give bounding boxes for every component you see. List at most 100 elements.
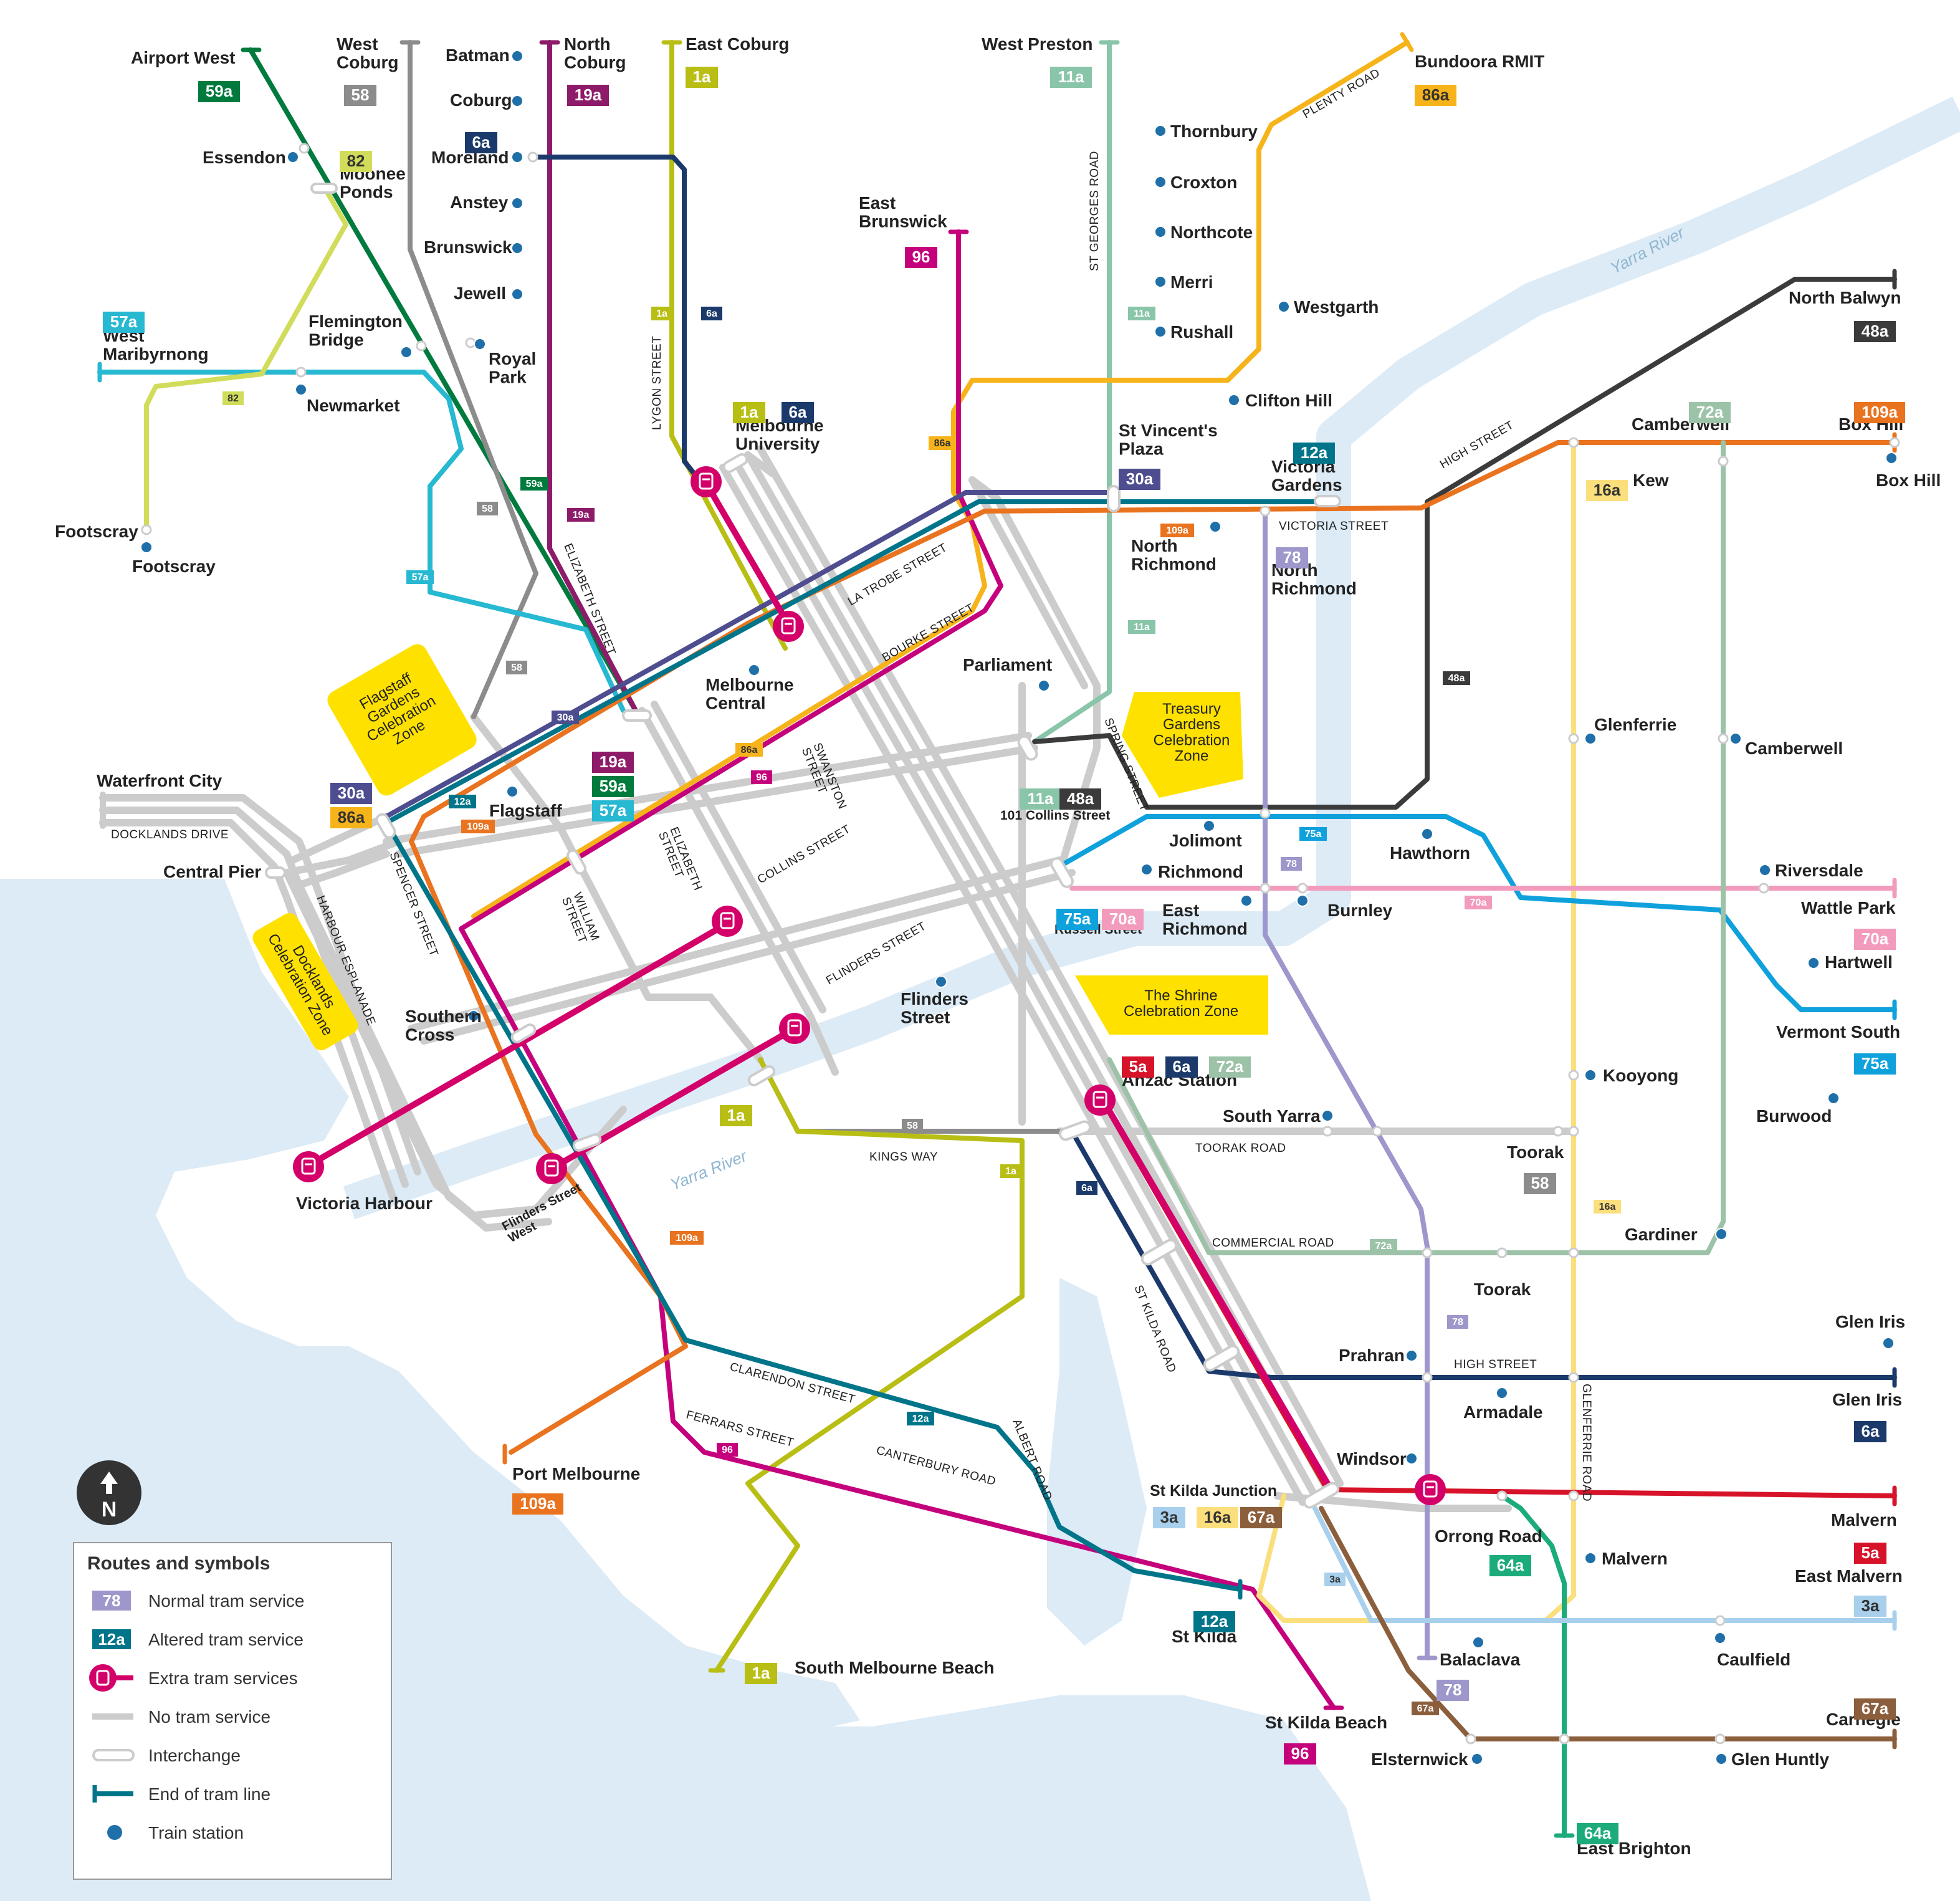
route-badge-86a: 86a xyxy=(929,436,956,450)
train-station-jewell xyxy=(511,288,523,300)
train-station-south-yarra xyxy=(1321,1109,1334,1122)
flinders-grey-2 xyxy=(420,869,1076,1045)
street-glenferrie: GLENFERRIE ROAD xyxy=(1580,1384,1593,1501)
route-badge-label: 1a xyxy=(1005,1166,1016,1177)
tram-lines xyxy=(97,40,1897,1838)
label-caulfield: Caulfield xyxy=(1717,1650,1790,1669)
route-badge-label: 19a xyxy=(575,85,602,104)
legend-item: End of tram line xyxy=(92,1784,270,1804)
route-badge-label: 67a xyxy=(1417,1703,1434,1714)
label-prahran: Prahran xyxy=(1339,1346,1405,1365)
route-badge-1a: 1a xyxy=(745,1663,777,1684)
label-wattle-park: Wattle Park xyxy=(1801,898,1896,917)
route-badge-label: 86a xyxy=(1422,85,1450,104)
label-batman: Batman xyxy=(446,45,510,65)
route-badge-label: 12a xyxy=(454,797,471,807)
river-label-south: Yarra River xyxy=(667,1146,750,1194)
legend-item-label: No tram service xyxy=(148,1707,270,1726)
elizabeth-grey xyxy=(638,707,839,1076)
route-badge-19a: 19a xyxy=(592,752,634,773)
interchange-dot xyxy=(1568,1126,1579,1137)
interchange-spring xyxy=(1017,735,1038,761)
route-badge-label: 58 xyxy=(907,1121,918,1131)
label-richmond: Richmond xyxy=(1158,862,1243,881)
route-badge-64a: 64a xyxy=(1577,1823,1618,1844)
label-footscray-top: Footscray xyxy=(55,522,138,541)
interchange-dot xyxy=(1889,437,1900,448)
tram-icon-melbourne-university xyxy=(691,466,722,497)
train-station-brunswick xyxy=(511,242,523,254)
extra-stkilda-rd xyxy=(1100,1097,1331,1487)
route-badge-label: 75a xyxy=(1862,1054,1889,1073)
interchange-dot xyxy=(1260,808,1271,819)
line-75a xyxy=(1057,814,1897,1012)
label-east-coburg: East Coburg xyxy=(686,34,789,54)
interchange-dot xyxy=(1372,1126,1383,1137)
label-balaclava: Balaclava xyxy=(1440,1650,1521,1669)
route-badge-label: 78 xyxy=(1452,1317,1463,1328)
route-badge-label: 6a xyxy=(1862,1422,1880,1440)
interchange-dot xyxy=(1297,883,1308,894)
train-station-north-richmond xyxy=(1209,520,1221,533)
route-badge-86a: 86a xyxy=(330,807,372,828)
route-badge-58: 58 xyxy=(506,661,527,674)
label-gardiner: Gardiner xyxy=(1625,1225,1698,1244)
train-station-thornbury xyxy=(1154,125,1167,137)
label-anstey: Anstey xyxy=(450,193,509,212)
interchange-victoria-st xyxy=(1314,495,1341,507)
train-station-croxton xyxy=(1154,176,1167,188)
route-badge-75a: 75a xyxy=(1299,827,1327,841)
route-badge-3a: 3a xyxy=(1324,1573,1346,1586)
route-badge-label: 75a xyxy=(1064,909,1091,928)
route-badge-59a: 59a xyxy=(592,776,634,797)
label-rushall: Rushall xyxy=(1170,322,1233,342)
route-badge-72a: 72a xyxy=(1209,1056,1251,1078)
route-badge-16a: 16a xyxy=(1594,1200,1621,1214)
route-badge-75a: 75a xyxy=(1056,909,1098,930)
route-badge-57a: 57a xyxy=(592,800,634,821)
interchange-dot xyxy=(465,337,476,348)
route-badge-70a: 70a xyxy=(1102,909,1144,930)
label-newmarket: Newmarket xyxy=(307,396,399,415)
street-collins: COLLINS STREET xyxy=(755,823,853,886)
route-badge-label: 64a xyxy=(1497,1556,1524,1574)
route-badge-label: 72a xyxy=(1217,1057,1244,1076)
route-badge-6a: 6a xyxy=(782,402,814,423)
interchange-central-pier xyxy=(265,866,286,879)
route-badge-59a: 59a xyxy=(520,477,548,491)
interchange-kings-way xyxy=(747,1065,776,1086)
interchange-melb-uni xyxy=(722,453,748,473)
label-south-melbourne-beach: South Melbourne Beach xyxy=(795,1658,994,1677)
route-badge-70a: 70a xyxy=(1465,896,1492,909)
legend-badge-label: 78 xyxy=(103,1591,121,1610)
train-station-burwood xyxy=(1827,1092,1840,1104)
route-badge-30a: 30a xyxy=(330,783,372,804)
street-st-kilda-road: ST KILDA ROAD xyxy=(1131,1283,1178,1375)
street-plenty: PLENTY ROAD xyxy=(1301,67,1382,122)
route-badge-label: 30a xyxy=(557,712,574,723)
route-badge-86a: 86a xyxy=(735,743,763,757)
label-northcote: Northcote xyxy=(1170,223,1253,242)
label-flagstaff: Flagstaff xyxy=(489,801,562,820)
route-badge-label: 59a xyxy=(526,479,543,489)
route-badge-12a: 12a xyxy=(907,1412,934,1425)
train-station-malvern xyxy=(1584,1552,1597,1564)
legend-item-label: Normal tram service xyxy=(148,1591,304,1611)
label-box-hill: Box Hill xyxy=(1876,471,1941,490)
line-86a xyxy=(471,40,1410,919)
interchange-moonee-ponds xyxy=(310,183,338,194)
line-67a xyxy=(1319,1506,1897,1741)
route-badge-label: 16a xyxy=(1204,1508,1231,1526)
route-badge-78: 78 xyxy=(1281,857,1302,871)
street-victoria: VICTORIA STREET xyxy=(1279,520,1389,533)
collins-grey-2 xyxy=(395,744,1038,858)
label-vermont-south: Vermont South xyxy=(1776,1022,1900,1041)
label-jolimont: Jolimont xyxy=(1169,831,1242,850)
